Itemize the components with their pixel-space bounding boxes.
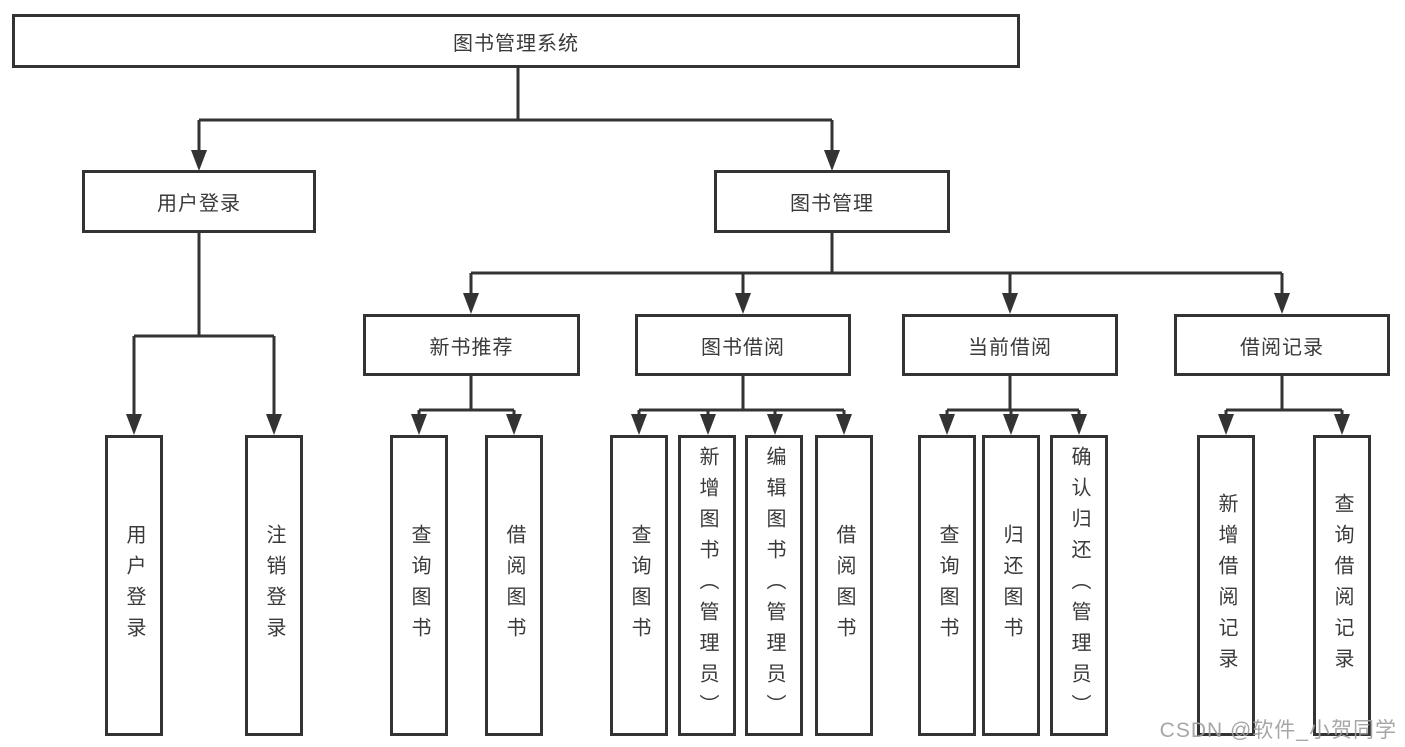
arrowhead-down-icon: [767, 414, 783, 435]
node-borrow-records-label: 借阅记录: [1240, 336, 1324, 359]
leaf-borrow-books-recommend: 借阅图书: [485, 435, 543, 736]
arrowhead-down-icon: [463, 293, 479, 314]
leaf-borrow-books-label: 借阅图书: [833, 523, 855, 648]
node-current-borrow: 当前借阅: [902, 314, 1118, 376]
leaf-query-books-current-label: 查询图书: [936, 523, 958, 648]
leaf-logout-label: 注销登录: [263, 523, 285, 648]
node-book-management-label: 图书管理: [790, 193, 874, 215]
arrowhead-down-icon: [1218, 414, 1234, 435]
leaf-add-book-admin-label: 新增图书（管理员）: [696, 446, 718, 725]
arrowhead-down-icon: [1274, 293, 1290, 314]
node-new-book-recommend-label: 新书推荐: [429, 336, 514, 359]
leaf-user-login-label: 用户登录: [123, 523, 145, 648]
leaf-edit-book-admin-label: 编辑图书（管理员）: [763, 446, 785, 725]
node-borrow-records: 借阅记录: [1174, 314, 1390, 376]
arrowhead-down-icon: [824, 150, 840, 171]
connector-borrow-to-leaves: [631, 376, 852, 435]
leaf-query-books-recommend: 查询图书: [390, 435, 448, 736]
leaf-query-borrow-record: 查询借阅记录: [1313, 435, 1371, 736]
node-book-borrow-label: 图书借阅: [701, 336, 785, 359]
arrowhead-down-icon: [506, 414, 522, 435]
leaf-edit-book-admin: 编辑图书（管理员）: [745, 435, 803, 736]
leaf-query-books-recommend-label: 查询图书: [408, 523, 430, 648]
connector-bookmgmt-to-level3: [463, 233, 1290, 314]
leaf-logout: 注销登录: [245, 435, 303, 736]
connector-newrec-to-leaves: [411, 376, 522, 435]
arrowhead-down-icon: [411, 414, 427, 435]
arrowhead-down-icon: [1002, 293, 1018, 314]
leaf-add-borrow-record: 新增借阅记录: [1197, 435, 1255, 736]
arrowhead-down-icon: [735, 293, 751, 314]
arrowhead-down-icon: [631, 414, 647, 435]
arrowhead-down-icon: [126, 414, 142, 435]
leaf-return-book-label: 归还图书: [1000, 523, 1022, 648]
leaf-user-login: 用户登录: [105, 435, 163, 736]
arrowhead-down-icon: [700, 414, 716, 435]
leaf-confirm-return-admin: 确认归还（管理员）: [1050, 435, 1108, 736]
node-current-borrow-label: 当前借阅: [968, 336, 1052, 359]
leaf-query-books-current: 查询图书: [918, 435, 976, 736]
node-user-login-label: 用户登录: [157, 193, 241, 215]
leaf-return-book: 归还图书: [982, 435, 1040, 736]
arrowhead-down-icon: [939, 414, 955, 435]
leaf-query-books-borrow-label: 查询图书: [628, 523, 650, 648]
arrowhead-down-icon: [1003, 414, 1019, 435]
arrowhead-down-icon: [191, 150, 207, 171]
node-root: 图书管理系统: [12, 14, 1020, 68]
leaf-query-books-borrow: 查询图书: [610, 435, 668, 736]
arrowhead-down-icon: [836, 414, 852, 435]
leaf-add-borrow-record-label: 新增借阅记录: [1215, 492, 1237, 679]
csdn-watermark: CSDN @软件_小贺同学: [1159, 719, 1397, 742]
node-book-management-module: 图书管理: [714, 170, 950, 233]
node-new-book-recommend: 新书推荐: [363, 314, 580, 376]
arrowhead-down-icon: [1334, 414, 1350, 435]
connector-root-to-level2: [191, 66, 840, 171]
leaf-add-book-admin: 新增图书（管理员）: [678, 435, 736, 736]
arrowhead-down-icon: [1071, 414, 1087, 435]
arrowhead-down-icon: [266, 414, 282, 435]
node-user-login-module: 用户登录: [82, 170, 316, 233]
leaf-borrow-books: 借阅图书: [815, 435, 873, 736]
connector-userlogin-to-leaves: [126, 233, 282, 435]
connector-records-to-leaves: [1218, 376, 1350, 435]
leaf-query-borrow-record-label: 查询借阅记录: [1331, 492, 1353, 679]
connector-current-to-leaves: [939, 376, 1087, 435]
node-book-borrow: 图书借阅: [635, 314, 851, 376]
node-root-label: 图书管理系统: [453, 32, 579, 55]
leaf-borrow-books-recommend-label: 借阅图书: [503, 523, 525, 648]
leaf-confirm-return-admin-label: 确认归还（管理员）: [1068, 446, 1090, 725]
